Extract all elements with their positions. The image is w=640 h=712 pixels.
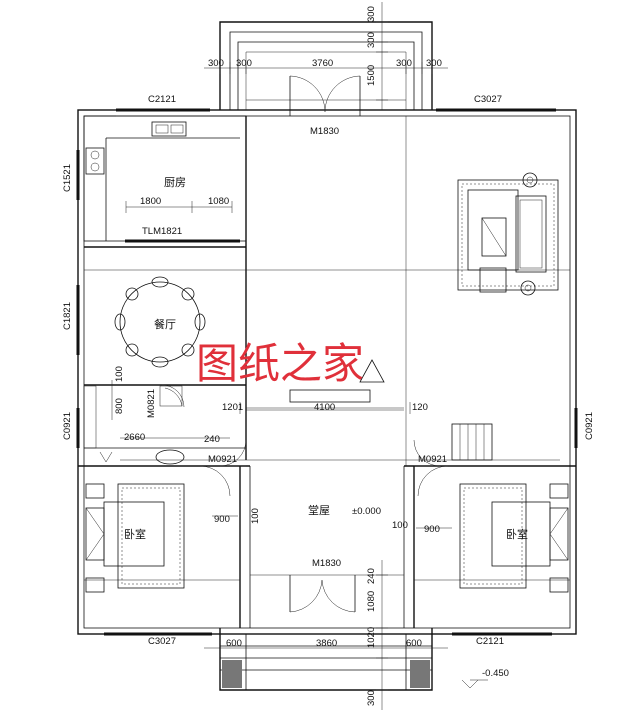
dim-120: 120	[412, 402, 428, 413]
label-m1830-bottom: M1830	[312, 558, 341, 569]
watermark-text: 图纸之家	[196, 339, 364, 388]
label-m0921-right: M0921	[418, 454, 447, 465]
label-c3027-top: C3027	[474, 94, 502, 105]
dim-bottom-3860: 3860	[316, 638, 337, 649]
dim-top-300-right2: 300	[426, 58, 442, 69]
dim-br-100: 100	[392, 520, 408, 531]
dim-bottom-600-left: 600	[226, 638, 242, 649]
label-c1821: C1821	[62, 302, 73, 330]
dim-bl-100: 100	[250, 508, 261, 524]
dim-kitchen-1800: 1800	[140, 196, 161, 207]
dim-v-300-bottom: 300	[366, 690, 377, 706]
label-m1830-top: M1830	[310, 126, 339, 137]
dim-1201: 1201	[222, 402, 243, 413]
room-bedroom-left: 卧室	[124, 527, 146, 541]
dim-v-1080: 1080	[366, 591, 377, 612]
dim-bl-900: 900	[214, 514, 230, 525]
room-bedroom-right: 卧室	[506, 527, 528, 541]
bed-left-icon	[85, 483, 185, 593]
dim-v-240: 240	[366, 568, 377, 584]
interior-doors	[161, 384, 449, 497]
label-c3027-bottom: C3027	[148, 636, 176, 647]
label-c2121-top: C2121	[148, 94, 176, 105]
room-hall: 堂屋	[308, 504, 330, 517]
dim-2660: 2660	[124, 432, 145, 443]
dim-kitchen-1080: 1080	[208, 196, 229, 207]
exterior-walls	[77, 109, 577, 635]
label-m0921-left: M0921	[208, 454, 237, 465]
dim-top-300-left2: 300	[236, 58, 252, 69]
labels: 300 300 3760 300 300 300 300 1500 C2121 …	[62, 6, 595, 706]
dim-top-300-right: 300	[396, 58, 412, 69]
bath-fixtures	[83, 385, 185, 465]
dim-v-300-b: 300	[366, 32, 377, 48]
sofa-set-icon	[457, 172, 559, 296]
hall-fixtures	[239, 359, 411, 414]
dim-v-1500: 1500	[366, 65, 377, 86]
dining-table-icon	[114, 276, 206, 368]
dim-800-bath: 800	[114, 398, 125, 414]
bottom-porch	[219, 628, 433, 691]
label-c1521: C1521	[62, 164, 73, 192]
dim-240: 240	[204, 434, 220, 445]
dim-br-900: 900	[424, 524, 440, 535]
label-c2121-bottom: C2121	[476, 636, 504, 647]
bed-right-icon	[459, 483, 569, 593]
dim-v-1020: 1020	[366, 627, 377, 648]
kitchen-fixtures	[85, 121, 240, 243]
dim-top-3760: 3760	[312, 58, 333, 69]
staircase	[451, 423, 493, 461]
front-door-top	[289, 75, 361, 116]
dim-100-bath: 100	[114, 366, 125, 382]
room-dining: 餐厅	[154, 317, 176, 331]
hall-level: ±0.000	[352, 506, 381, 517]
outside-level: -0.450	[482, 668, 509, 679]
front-door-bottom	[289, 575, 356, 613]
label-m0821: M0821	[146, 389, 157, 418]
dim-4100: 4100	[314, 402, 335, 413]
dim-v-300-a: 300	[366, 6, 377, 22]
room-kitchen: 厨房	[164, 176, 186, 189]
dim-top-300-left: 300	[208, 58, 224, 69]
dimension-lines	[111, 2, 488, 710]
dim-bottom-600-right: 600	[406, 638, 422, 649]
label-tlm1821: TLM1821	[142, 226, 182, 237]
label-c0921-right: C0921	[584, 412, 595, 440]
label-c0921-left: C0921	[62, 412, 73, 440]
